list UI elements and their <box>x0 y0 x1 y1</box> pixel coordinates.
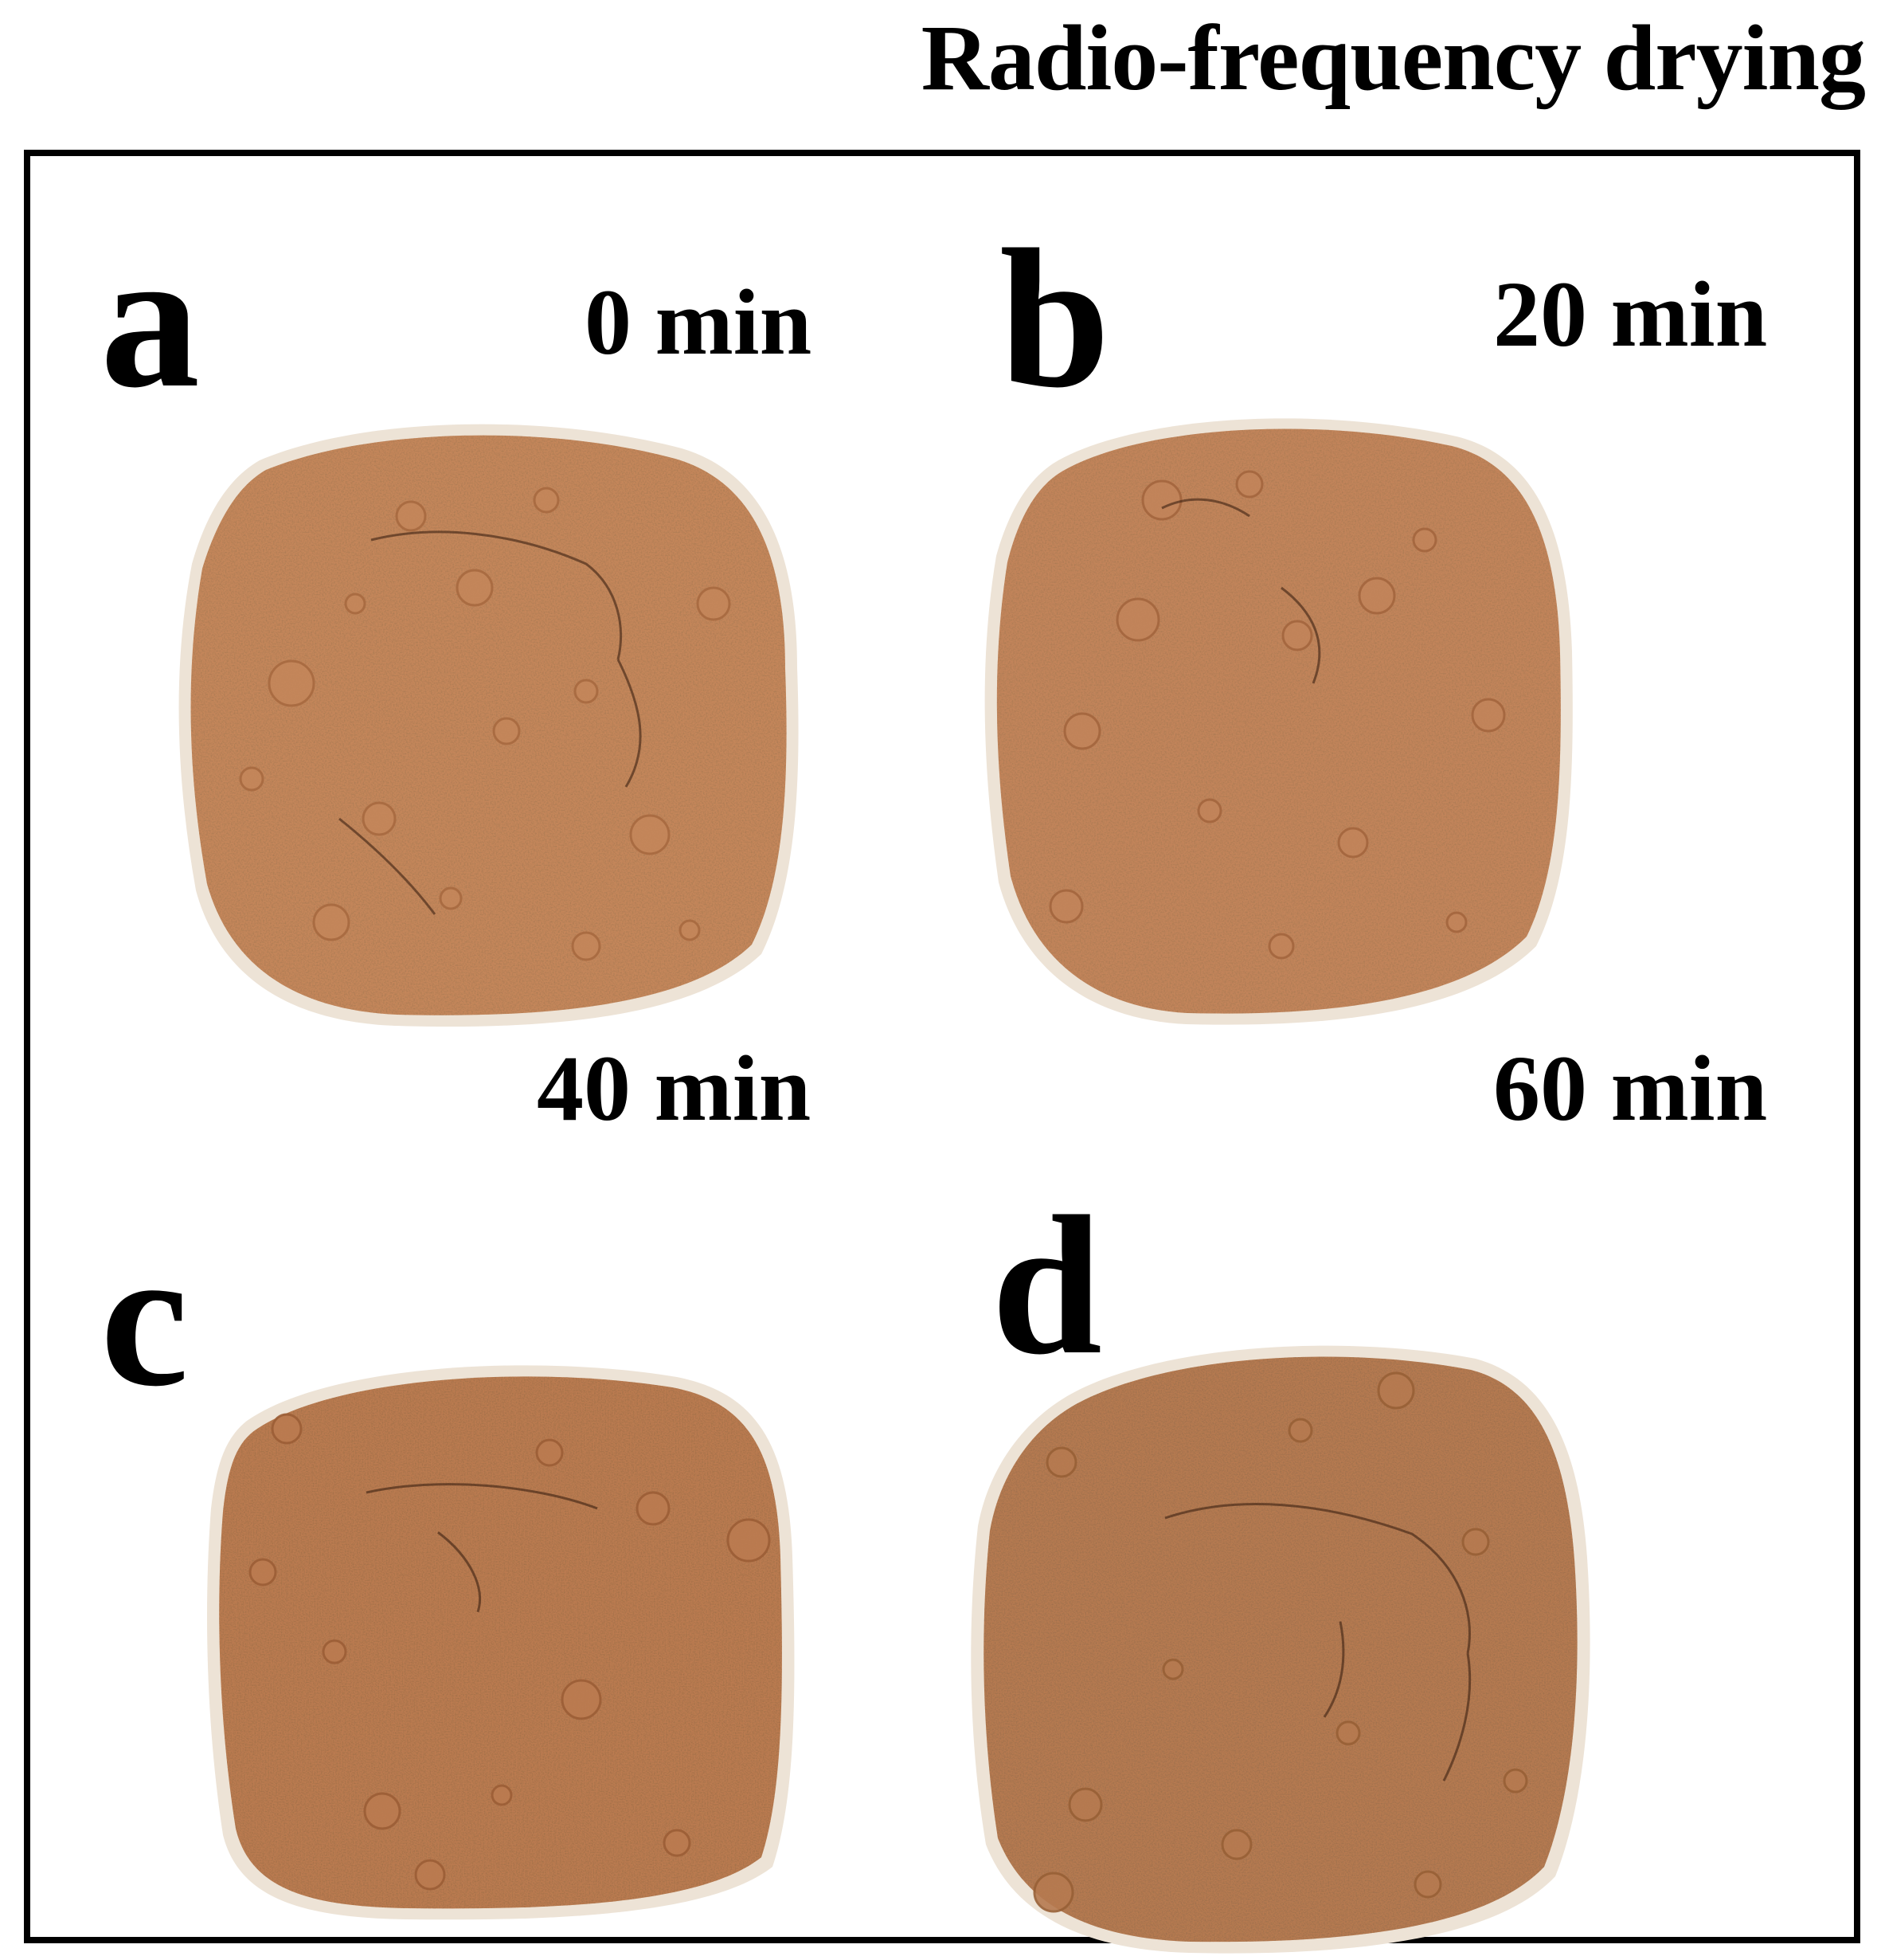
soil-sample-svg-d <box>971 1345 1590 1954</box>
soil-cracks-c <box>366 1483 598 1613</box>
soil-sample-image-d <box>966 1335 1603 1960</box>
soil-texture-a <box>190 435 787 1015</box>
soil-texture-d <box>984 1356 1578 1942</box>
soil-sample-image-c <box>199 1349 804 1923</box>
panel-time-a: 0 min <box>585 270 812 374</box>
figure-title: Radio-frequency drying <box>921 6 1866 110</box>
soil-cracks-d <box>1164 1503 1472 1782</box>
soil-sample-image-a <box>172 405 809 1034</box>
soil-cracks-b <box>1161 498 1321 684</box>
soil-sample-svg-a <box>178 424 799 1027</box>
panel-c: c 40 min <box>30 1042 942 1937</box>
panel-time-c: 40 min <box>537 1036 811 1140</box>
soil-texture-c <box>219 1376 782 1909</box>
panel-letter-a: a <box>100 209 200 429</box>
soil-clumps-a <box>239 487 731 961</box>
soil-clumps-d <box>1033 1371 1528 1913</box>
soil-texture-b <box>996 428 1561 1014</box>
soil-sample-image-b <box>979 397 1576 1030</box>
panel-a: a 0 min <box>30 156 942 1047</box>
soil-sample-svg-c <box>207 1365 795 1920</box>
panel-letter-d: d <box>991 1176 1103 1396</box>
panel-time-d: 60 min <box>1493 1036 1768 1140</box>
panel-d: d 60 min <box>942 1042 1854 1954</box>
soil-sample-svg-b <box>984 418 1573 1025</box>
panel-b: b 20 min <box>942 156 1854 1047</box>
panel-time-b: 20 min <box>1493 262 1768 366</box>
soil-cracks-a <box>338 530 642 915</box>
panel-letter-b: b <box>999 209 1111 429</box>
panel-letter-c: c <box>100 1207 189 1428</box>
figure-frame: a 0 min <box>24 150 1860 1954</box>
soil-clumps-c <box>248 1413 771 1891</box>
